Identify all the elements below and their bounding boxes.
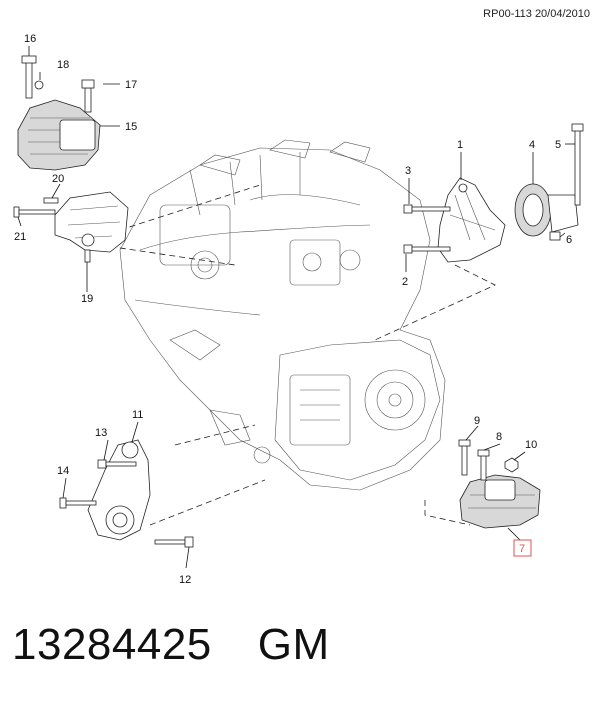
brand-name: GM bbox=[257, 620, 330, 669]
callout-21: 21 bbox=[14, 231, 26, 243]
callout-14: 14 bbox=[57, 465, 69, 477]
lower-right-mount bbox=[458, 439, 541, 529]
callout-16: 16 bbox=[24, 33, 36, 45]
leader-lines bbox=[17, 46, 575, 569]
callout-3: 3 bbox=[405, 165, 411, 177]
callout-7: 7 bbox=[519, 543, 525, 555]
callout-2: 2 bbox=[402, 276, 408, 288]
callout-5: 5 bbox=[555, 139, 561, 151]
part-number: 13284425 bbox=[12, 620, 212, 669]
callout-13: 13 bbox=[95, 427, 107, 439]
part-info: 13284425 GM bbox=[12, 620, 330, 670]
callout-8: 8 bbox=[496, 431, 502, 443]
callout-20: 20 bbox=[52, 173, 64, 185]
mounting-lines bbox=[99, 184, 496, 526]
lower-left-mount bbox=[59, 439, 194, 548]
engine-assembly bbox=[119, 139, 446, 491]
callout-4: 4 bbox=[529, 139, 535, 151]
callout-17: 17 bbox=[125, 79, 137, 91]
left-mount-bracket bbox=[13, 191, 129, 263]
callout-11: 11 bbox=[132, 409, 143, 421]
reference-code: RP00-113 20/04/2010 bbox=[483, 8, 590, 20]
callout-6: 6 bbox=[566, 234, 572, 246]
callout-18: 18 bbox=[57, 59, 69, 71]
callout-1: 1 bbox=[457, 139, 463, 151]
callout-labels: 16 18 17 15 20 21 19 1 3 2 4 5 6 11 13 1… bbox=[14, 33, 572, 586]
callout-9: 9 bbox=[474, 415, 480, 427]
engine-mount-exploded-diagram: 16 18 17 15 20 21 19 1 3 2 4 5 6 11 13 1… bbox=[13, 33, 584, 586]
callout-12: 12 bbox=[179, 574, 191, 586]
highlight-box-7 bbox=[513, 539, 532, 557]
upper-left-mount bbox=[17, 55, 101, 171]
callout-10: 10 bbox=[525, 439, 537, 451]
callout-19: 19 bbox=[81, 293, 93, 305]
callout-15: 15 bbox=[125, 121, 137, 133]
right-upper-mount bbox=[403, 123, 584, 263]
